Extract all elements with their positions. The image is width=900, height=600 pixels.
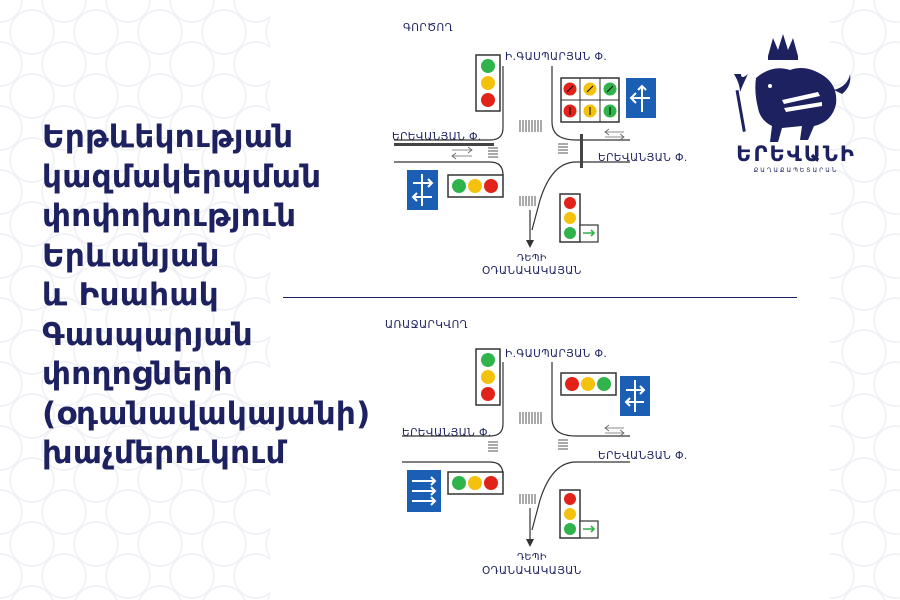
logo-wordmark: ԵՐԵՎԱՆԻ bbox=[736, 142, 856, 166]
headline-line: փողոցների bbox=[42, 356, 234, 392]
traffic-light-icon bbox=[447, 471, 504, 495]
arrow-signal-panel-icon bbox=[560, 77, 620, 123]
lion-emblem-icon bbox=[734, 34, 851, 142]
lane-direction-sign-icon bbox=[407, 170, 438, 210]
arrow-signal-panel-icon bbox=[559, 489, 599, 539]
logo-subtitle: ՔԱՂԱՔԱՊԵՏԱՐԱՆ bbox=[753, 167, 839, 174]
intersection-diagram-current: ԳՈՐԾՈՂ Ի.ԳԱՍՊԱՐՅԱՆ Փ. ԵՐԵՎԱՆՅԱՆ Փ. ԵՐԵՎԱ… bbox=[380, 0, 800, 296]
intersection-drawing bbox=[394, 54, 656, 248]
headline-line: Գասպարյան bbox=[42, 316, 253, 353]
street-label-north: Ի.ԳԱՍՊԱՐՅԱՆ Փ. bbox=[505, 348, 608, 360]
headline-line: Երևանյան bbox=[42, 237, 220, 274]
traffic-light-icon bbox=[475, 54, 501, 112]
direction-label: ԴԵՊԻ bbox=[517, 253, 547, 264]
diagram-caption: ԱՌԱՋԱՐԿՎՈՂ bbox=[385, 319, 468, 331]
lane-direction-sign-icon bbox=[407, 470, 441, 512]
headline: Երթևեկության կազմակերպման փոփոխություն Ե… bbox=[42, 118, 402, 474]
headline-line: խաչմերուկում bbox=[42, 435, 286, 471]
direction-label: ԴԵՊԻ bbox=[517, 552, 547, 563]
intersection-drawing bbox=[402, 348, 650, 547]
section-divider bbox=[283, 297, 797, 298]
headline-line: կազմակերպման bbox=[42, 158, 322, 195]
diagram-caption: ԳՈՐԾՈՂ bbox=[403, 22, 453, 34]
headline-line: Երթևեկության bbox=[42, 119, 294, 155]
headline-line: և Իսահակ bbox=[42, 277, 219, 313]
lane-direction-sign-icon bbox=[626, 78, 656, 118]
intersection-diagram-proposed: ԱՌԱՋԱՐԿՎՈՂ Ի.ԳԱՍՊԱՐՅԱՆ Փ. ԵՐԵՎԱՆՅԱՆ Փ. Ե… bbox=[380, 300, 800, 600]
lane-direction-sign-icon bbox=[620, 376, 650, 416]
street-label-east: ԵՐԵՎԱՆՅԱՆ Փ. bbox=[598, 152, 688, 164]
traffic-light-icon bbox=[475, 348, 501, 406]
arrow-signal-panel-icon bbox=[559, 193, 599, 243]
direction-label-destination: ՕԴԱՆԱՎԱԿԱՅԱՆ bbox=[482, 265, 582, 277]
direction-label-destination: ՕԴԱՆԱՎԱԿԱՅԱՆ bbox=[482, 565, 582, 577]
traffic-light-icon bbox=[447, 174, 504, 198]
headline-line: (օդանավակայանի) bbox=[42, 395, 371, 432]
street-label-east: ԵՐԵՎԱՆՅԱՆ Փ. bbox=[598, 450, 688, 462]
traffic-light-icon bbox=[560, 372, 617, 396]
headline-line: փոփոխություն bbox=[42, 198, 297, 234]
street-label-north: Ի.ԳԱՍՊԱՐՅԱՆ Փ. bbox=[505, 51, 608, 63]
